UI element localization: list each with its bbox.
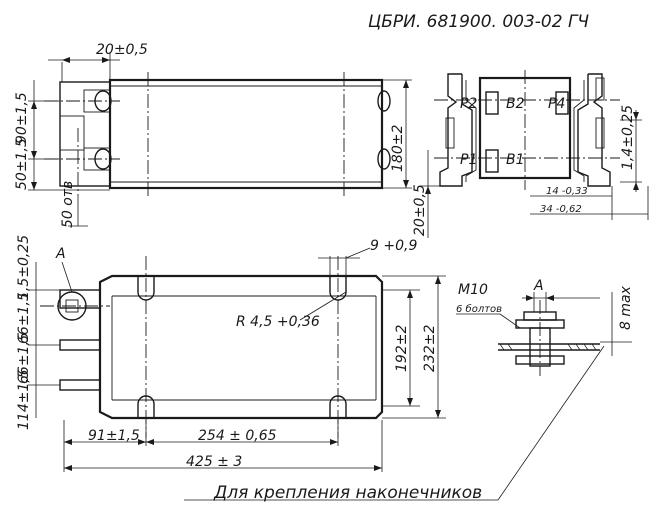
label-p4: P4 (548, 96, 565, 112)
dim-425: 425 ± 3 (186, 454, 242, 470)
dim-66b: 66±1,5 (16, 332, 32, 384)
body-side-outline (98, 274, 384, 420)
slot-top-left (137, 276, 155, 301)
bracket-left (439, 73, 473, 187)
dim-9: 9 +0,9 (370, 238, 417, 254)
terminal-side-3 (59, 379, 101, 391)
terminal-p1 (485, 149, 499, 173)
bracket-right (577, 73, 611, 187)
note-leader: Для крепления наконечников (184, 345, 605, 503)
terminal-p2 (485, 91, 499, 115)
label-p1: P1 (460, 152, 477, 168)
dim-232: 232±2 (422, 325, 438, 372)
terminal-p4 (555, 91, 569, 115)
label-p2: P2 (460, 96, 477, 112)
dim-15: 1,5±0,25 (16, 235, 32, 300)
dim-114: 114±1,5 (16, 369, 32, 430)
note-text: Для крепления наконечников (213, 483, 482, 503)
bolts-label: 6 болтов (456, 303, 502, 315)
dim-14: 1,4±0,25 (620, 105, 636, 170)
thread-label: M10 (458, 282, 488, 298)
dim-14-033: 14 -0,33 (546, 186, 588, 197)
dim-height-180: 180±2 (390, 125, 406, 172)
drawing-code: ЦБРИ. 681900. 003-02 ГЧ (368, 12, 589, 32)
label-b1: B1 (506, 152, 525, 168)
body-outline (108, 78, 384, 190)
dim-hole-50: 50 отв (60, 181, 76, 228)
dim-height-90: 90±1,5 (14, 92, 30, 144)
dim-254: 254 ± 0,65 (198, 428, 277, 444)
terminal-side-2 (59, 339, 101, 351)
detail-section-label: A (533, 278, 544, 294)
label-b2: B2 (506, 96, 525, 112)
top-left-view: 20±0,5 90±1,5 50±1,5 50 отв 180±2 (14, 42, 412, 228)
dim-radius: R 4,5 +0,36 (236, 314, 320, 330)
bottom-view: A 1,5±0,25 66±1,5 66±1,5 114±1,5 9 +0,9 … (16, 235, 446, 472)
slot-top-right (329, 276, 347, 301)
top-right-view: P2 B2 P4 P1 B1 1,4±0,25 14 -0,33 34 -0,6… (412, 70, 649, 238)
section-label-a: A (55, 246, 66, 262)
dim-66: 66±1,5 (16, 292, 32, 344)
lug-lower-right (377, 148, 391, 170)
detail-view: M10 6 болтов A 8 max (456, 278, 634, 376)
dim-8max: 8 max (618, 285, 634, 330)
dim-192: 192±2 (394, 325, 410, 372)
dim-91: 91±1,5 (88, 428, 140, 444)
lug-upper-right (377, 90, 391, 112)
dim-height-50: 50±1,5 (14, 138, 30, 190)
dim-width-20: 20±0,5 (96, 42, 148, 58)
dim-20: 20±0,5 (412, 184, 428, 236)
nut-bottom (515, 355, 565, 365)
dim-34-062: 34 -0,62 (540, 204, 582, 215)
